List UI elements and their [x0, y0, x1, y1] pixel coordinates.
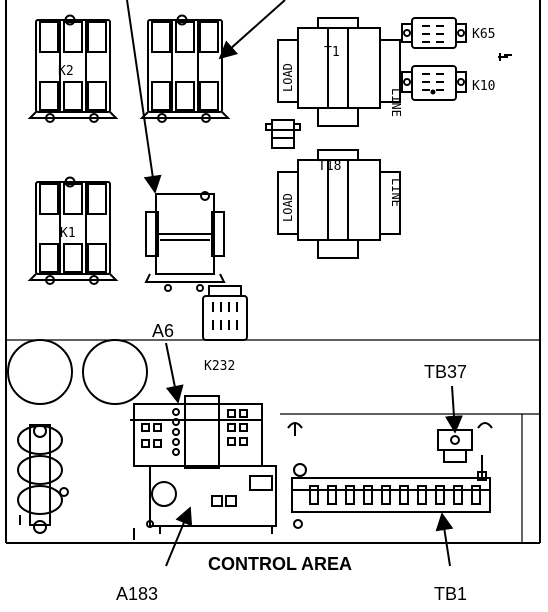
- arrow-tb1: [435, 512, 454, 567]
- board-a183: [133, 465, 277, 540]
- callout-a183: A183: [116, 584, 158, 604]
- arrow-tb37: [444, 385, 463, 434]
- round-plugs: [7, 339, 148, 405]
- k1-label: K1: [60, 226, 76, 241]
- small-connector: [265, 119, 301, 149]
- relay-k1: [27, 176, 119, 285]
- relay-k232: [202, 285, 248, 341]
- t18-load-label: LOAD: [281, 193, 295, 222]
- board-a6: [130, 395, 263, 469]
- transformer-t1: [277, 17, 401, 127]
- relay-k2: [27, 14, 119, 123]
- k65-label: K65: [472, 27, 495, 42]
- relay-unlabeled-top: [139, 14, 231, 123]
- t18-label: T18: [318, 159, 341, 174]
- t1-line-label: LINE: [389, 88, 403, 117]
- t1-label: T1: [324, 45, 340, 60]
- area-title: CONTROL AREA: [208, 554, 352, 574]
- panel-outline: [5, 0, 541, 544]
- relay-k65: [401, 17, 467, 49]
- callout-tb1: TB1: [434, 584, 467, 604]
- arrow-a6: [165, 342, 184, 404]
- t18-line-label: LINE: [389, 178, 403, 207]
- k10-label: K10: [472, 79, 495, 94]
- callout-tb37: TB37: [424, 362, 467, 382]
- t1-load-label: LOAD: [281, 63, 295, 92]
- transformer-t18: [277, 149, 401, 259]
- terminal-strip-tb1: [291, 455, 491, 529]
- callout-a6: A6: [152, 321, 174, 341]
- callout-arrows: [126, 0, 463, 567]
- arrow-a183: [165, 506, 193, 567]
- relay-k10: [401, 53, 512, 101]
- k2-label: K2: [58, 64, 74, 79]
- mount-hooks: [287, 422, 493, 436]
- relay-base: [144, 191, 226, 292]
- arrow-to-relay-base: [126, 0, 162, 194]
- arrow-to-top-relay: [218, 0, 286, 60]
- terminal-tb37: [437, 429, 473, 463]
- k232-label: K232: [204, 359, 235, 374]
- capacitor-stack: [17, 424, 69, 534]
